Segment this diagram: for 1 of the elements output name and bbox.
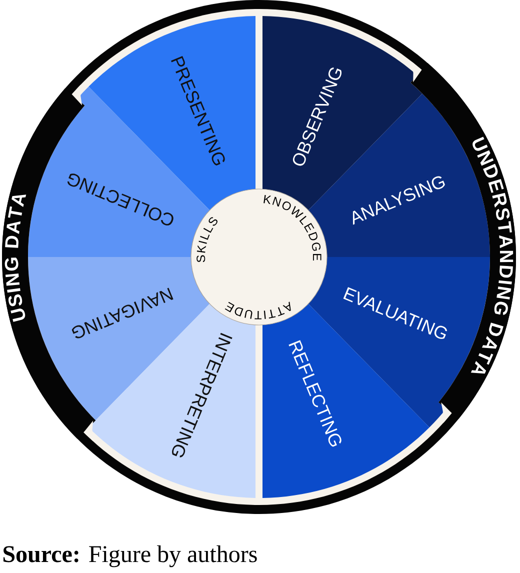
caption: Source: Figure by authors bbox=[3, 545, 257, 568]
